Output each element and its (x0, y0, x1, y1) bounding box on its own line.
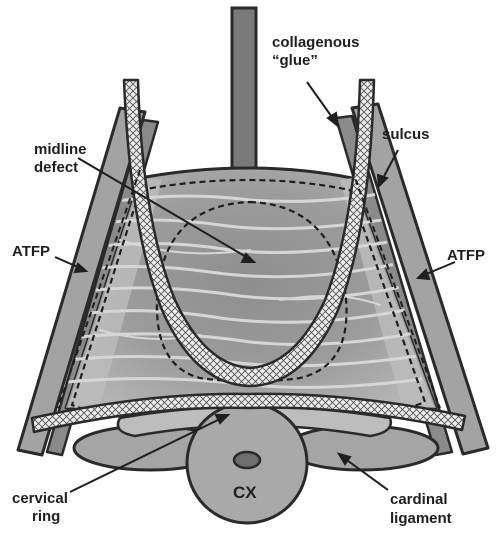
label-glue: “glue” (272, 52, 318, 69)
label-cardinal: cardinal (390, 491, 448, 508)
vaginal-rod (232, 8, 256, 180)
label-cx: CX (233, 483, 257, 502)
label-collagenous: collagenous (272, 34, 360, 51)
label-atfp-left: ATFP (12, 243, 50, 260)
label-atfp-right: ATFP (447, 247, 485, 264)
label-defect: defect (34, 159, 78, 176)
cervical-os (234, 452, 260, 468)
label-sulcus: sulcus (382, 126, 430, 143)
label-ring: ring (32, 508, 60, 525)
label-cervical: cervical (12, 490, 68, 507)
label-ligament: ligament (390, 510, 452, 527)
label-midline: midline (34, 141, 87, 158)
